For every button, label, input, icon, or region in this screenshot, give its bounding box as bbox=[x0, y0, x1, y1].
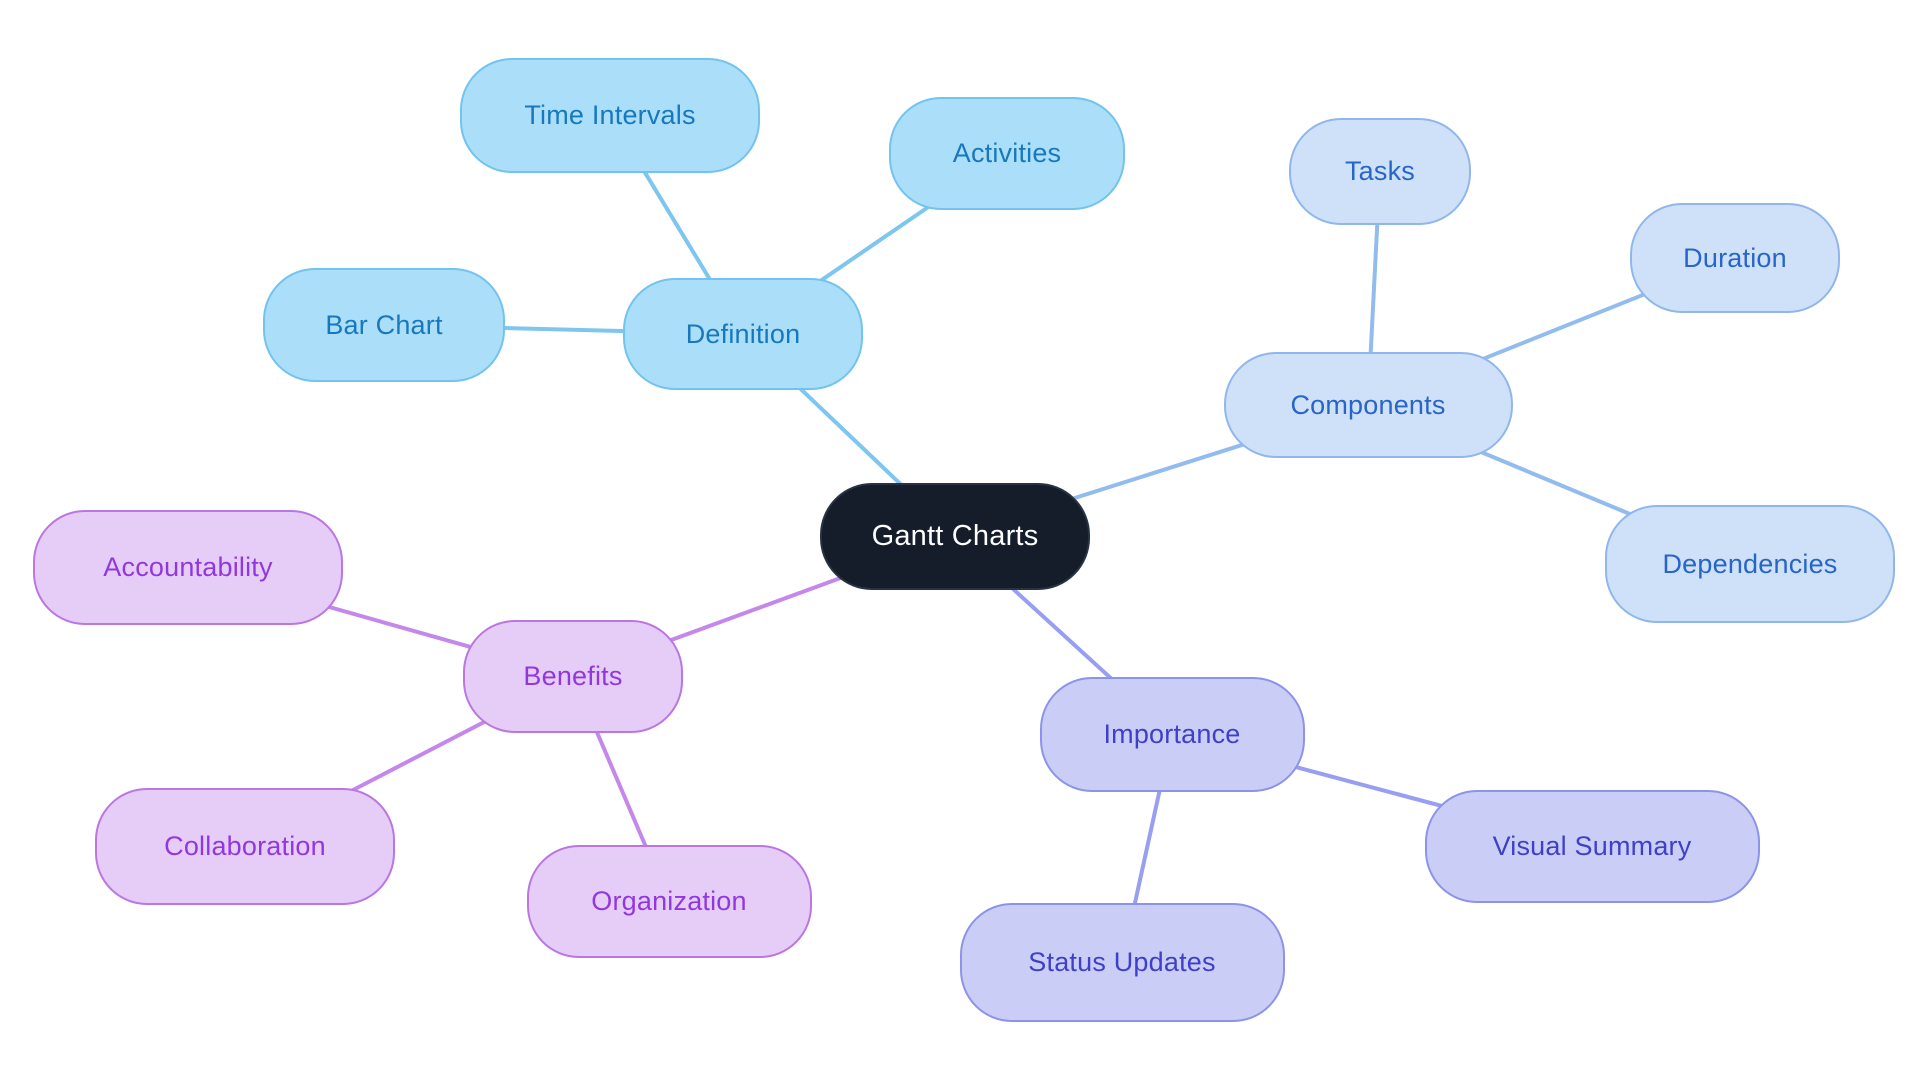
mindmap-node-benefits[interactable]: Benefits bbox=[463, 619, 683, 733]
mindmap-node-bar-chart[interactable]: Bar Chart bbox=[263, 268, 505, 382]
mindmap-node-dependencies[interactable]: Dependencies bbox=[1605, 505, 1895, 623]
mindmap-node-organization[interactable]: Organization bbox=[526, 844, 812, 958]
node-label: Organization bbox=[591, 885, 747, 916]
mindmap-node-importance[interactable]: Importance bbox=[1039, 676, 1305, 792]
node-label: Accountability bbox=[103, 551, 273, 582]
node-label: Time Intervals bbox=[524, 99, 696, 130]
mindmap-node-status-updates[interactable]: Status Updates bbox=[959, 902, 1285, 1022]
mindmap-node-collaboration[interactable]: Collaboration bbox=[95, 787, 395, 905]
node-label: Tasks bbox=[1344, 155, 1416, 186]
node-label: Definition bbox=[685, 318, 801, 349]
node-label: Importance bbox=[1103, 718, 1241, 749]
node-label: Dependencies bbox=[1662, 548, 1838, 579]
node-label: Visual Summary bbox=[1492, 830, 1692, 861]
mindmap-node-time-intervals[interactable]: Time Intervals bbox=[460, 57, 760, 173]
node-label: Components bbox=[1290, 389, 1446, 420]
mindmap-node-tasks[interactable]: Tasks bbox=[1289, 117, 1471, 225]
node-label: Activities bbox=[952, 137, 1062, 168]
mindmap-node-activities[interactable]: Activities bbox=[889, 96, 1125, 210]
node-label: Status Updates bbox=[1028, 946, 1216, 977]
node-label: Bar Chart bbox=[325, 309, 443, 340]
node-label: Duration bbox=[1683, 242, 1787, 273]
mindmap-node-components[interactable]: Components bbox=[1223, 352, 1513, 458]
mindmap-node-gantt-charts[interactable]: Gantt Charts bbox=[820, 482, 1090, 590]
node-label: Benefits bbox=[523, 660, 623, 691]
node-label: Gantt Charts bbox=[871, 519, 1039, 552]
mindmap-node-visual-summary[interactable]: Visual Summary bbox=[1424, 789, 1760, 903]
node-label: Collaboration bbox=[164, 830, 326, 861]
mindmap-node-accountability[interactable]: Accountability bbox=[33, 509, 343, 625]
mindmap-node-duration[interactable]: Duration bbox=[1630, 203, 1840, 313]
mindmap-node-definition[interactable]: Definition bbox=[623, 278, 863, 390]
